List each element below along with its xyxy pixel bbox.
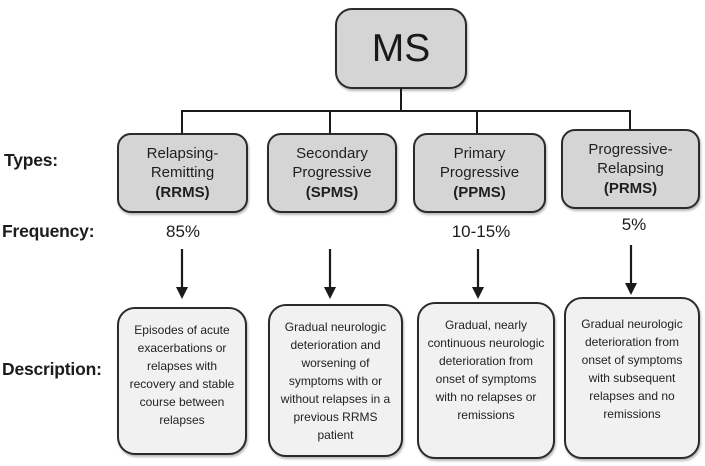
- connector-drop-spms: [329, 110, 331, 134]
- type-abbr: (PPMS): [453, 183, 506, 201]
- type-name-line: Relapsing: [597, 160, 664, 178]
- frequency-value-ppms: 10-15%: [451, 222, 511, 241]
- connector-drop-ppms: [476, 110, 478, 134]
- down-arrow-icon: [624, 245, 638, 295]
- type-box-prms: Progressive- Relapsing (PRMS): [561, 129, 700, 209]
- type-name-line: Remitting: [150, 164, 215, 182]
- connector-root-stem: [400, 88, 402, 111]
- root-node-label: MS: [371, 26, 431, 70]
- description-text: Episodes of acute exacerbations or relap…: [129, 323, 235, 427]
- description-box-rrms: Episodes of acute exacerbations or relap…: [117, 307, 247, 455]
- type-abbr: (SPMS): [305, 183, 359, 201]
- type-abbr: (RRMS): [155, 183, 210, 201]
- type-name-line: Progressive: [292, 164, 372, 182]
- down-arrow-icon: [175, 249, 189, 299]
- frequency-row-label: Frequency:: [2, 221, 95, 241]
- description-box-spms: Gradual neurologic deterioration and wor…: [268, 304, 403, 457]
- types-row-label: Types:: [4, 150, 58, 170]
- type-box-spms: Secondary Progressive (SPMS): [267, 133, 397, 213]
- down-arrow-icon: [471, 249, 485, 299]
- description-text: Gradual neurologic deterioration and wor…: [280, 320, 391, 442]
- down-arrow-icon: [323, 249, 337, 299]
- type-name-line: Relapsing-: [146, 145, 219, 163]
- type-box-rrms: Relapsing- Remitting (RRMS): [117, 133, 248, 213]
- description-box-ppms: Gradual, nearly continuous neurologic de…: [417, 302, 555, 459]
- type-name-line: Progressive-: [588, 141, 673, 159]
- connector-drop-prms: [629, 110, 631, 130]
- type-name-line: Primary: [453, 145, 506, 163]
- type-abbr: (PRMS): [603, 179, 658, 197]
- type-name-line: Progressive: [439, 164, 520, 182]
- description-box-prms: Gradual neurologic deterioration from on…: [564, 297, 700, 459]
- description-text: Gradual, nearly continuous neurologic de…: [427, 318, 545, 422]
- type-box-ppms: Primary Progressive (PPMS): [413, 133, 546, 213]
- root-node-ms: MS: [335, 8, 467, 89]
- type-name-line: Secondary: [296, 145, 368, 163]
- description-text: Gradual neurologic deterioration from on…: [581, 317, 683, 421]
- frequency-value-rrms: 85%: [165, 222, 201, 241]
- connector-drop-rrms: [181, 110, 183, 134]
- connector-horizontal-bar: [181, 110, 631, 112]
- frequency-value-prms: 5%: [621, 215, 647, 234]
- description-row-label: Description:: [2, 359, 102, 379]
